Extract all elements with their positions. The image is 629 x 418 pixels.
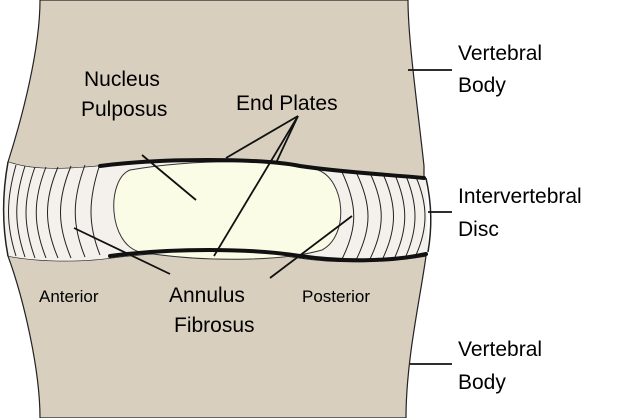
nucleus-pulposus (114, 162, 341, 260)
label-anterior: Anterior (39, 287, 99, 306)
label-nucleus-line1: Nucleus (84, 68, 160, 91)
label-annulus-line1: Annulus (169, 284, 245, 307)
upper-vertebral-body (8, 0, 424, 178)
label-nucleus-line2: Pulposus (81, 98, 167, 121)
label-end-plates: End Plates (236, 92, 338, 115)
label-vertebral-bottom-line1: Vertebral (458, 338, 542, 361)
label-disc-line1: Intervertebral (458, 185, 582, 208)
label-vertebral-top-line1: Vertebral (458, 42, 542, 65)
label-posterior: Posterior (302, 287, 370, 306)
label-vertebral-bottom-line2: Body (458, 371, 506, 394)
label-vertebral-top-line2: Body (458, 74, 506, 97)
label-annulus-line2: Fibrosus (174, 314, 255, 337)
label-disc-line2: Disc (458, 218, 499, 241)
